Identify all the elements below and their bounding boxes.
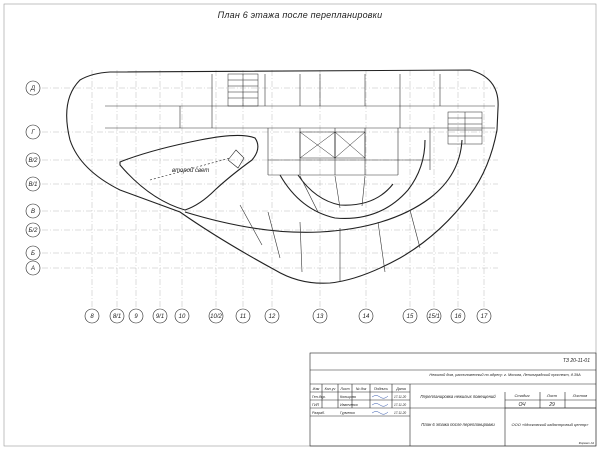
stamp-role: ГИП [312,403,320,407]
column-axis-label: 15/1 [428,314,440,320]
column-axis-label: 15 [407,314,414,320]
column-axis-label: 8 [90,314,94,320]
column-axis-label: 9 [134,314,138,320]
stamp-date: 17.11.20 [394,403,406,407]
column-axis-10: 14 [358,308,374,324]
signature [371,395,389,399]
row-axis-label: А [30,266,35,272]
building-outline [66,69,499,284]
row-axis-label: В [31,209,35,215]
column-axis-1: 8 [84,308,100,324]
stamp-stage: ОЧ [518,402,526,408]
stamp-date: 17.11.20 [394,395,406,399]
stamp-name: Иванченко [340,403,358,407]
stamp-section-title: Перепланировка нежилых помещений [420,394,496,399]
row-axis-label: Б/2 [29,228,39,234]
partitions [105,74,495,282]
sheet-frame [3,3,597,447]
column-axis-14: 17 [476,308,492,324]
drawing-title: План 6 этажа после перепланировки [217,10,383,20]
stamp-header-cell: № док [356,387,367,391]
stamp-header-cell: Подпись [374,387,388,391]
stamp-header-cell: Дата [395,387,405,391]
stamp-header-cell: Кол.уч [325,387,336,391]
column-axis-3: 9 [128,308,144,324]
inner-curve-1 [184,139,463,233]
row-axis-markers: Д Г В/2В/1В Б/2Б А [25,80,41,276]
row-axis-1: Д [25,80,41,96]
stamp-sheet-title: План 6 этажа после перепланировки [421,422,495,427]
row-axis-8: А [25,260,41,276]
stamp-role: Разраб. [312,411,325,415]
column-axis-label: 17 [481,314,488,320]
stamp-object: Нежилой дом, расположенный по адресу: г.… [429,373,581,377]
second-light-label: второй свет [172,167,209,174]
row-axis-5: В [25,203,41,219]
row-axis-label: Б [31,251,35,257]
stamp-sheet: 29 [548,402,555,408]
stamp-person-row: Разраб. Гурченко 17.11.20 [312,411,406,415]
second-light-marker [149,149,245,181]
column-axis-11: 15 [402,308,418,324]
column-axis-label: 16 [455,314,462,320]
outer-wall [66,69,499,284]
column-axis-label: 14 [363,314,370,320]
stair-core-left [227,73,259,107]
format-note: Формат А3 [579,441,595,445]
stamp-name: Гурченко [340,411,355,415]
column-axis-12: 15/1 [426,308,442,324]
inner-atrium-wall [119,134,259,211]
stamp-person-row: Ген.дир. Кольцова 17.11.20 [312,395,406,399]
row-axis-label: В/1 [28,182,37,188]
column-axis-5: 10 [174,308,190,324]
stamp-org: ООО «Московский кадастровый центр» [512,422,590,427]
row-axis-label: Г [31,130,35,136]
stamp-date: 17.11.20 [394,411,406,415]
stamp-header-cell: Изм [313,387,320,391]
column-axis-label: 13 [317,314,324,320]
column-axis-9: 13 [312,308,328,324]
stamp-stage-label: Стадия [515,393,531,398]
stamp-person-row: ГИП Иванченко 17.11.20 [312,403,406,407]
stamp-name: Кольцова [340,395,356,399]
column-axis-label: 12 [269,314,276,320]
signature [371,411,389,415]
column-axis-2: 8/1 [109,308,125,324]
column-axis-label: 10/2 [210,314,222,320]
row-axis-label: Д [30,86,36,92]
inner-curve-3 [297,174,394,206]
stamp-sheet-label: Лист [546,393,558,398]
column-axis-7: 11 [235,308,251,324]
stamp-code: ТЗ 20-11-01 [563,358,590,364]
stamp-sheets-label: Листов [572,393,588,398]
row-axis-label: В/2 [28,158,38,164]
signature [371,403,389,407]
stair-core-right [447,111,483,145]
inner-curve-2 [279,139,426,219]
column-axis-8: 12 [264,308,280,324]
row-axis-3: В/2 [25,152,41,168]
column-axis-6: 10/2 [208,308,224,324]
row-axis-2: Г [25,124,41,140]
row-axis-7: Б [25,245,41,261]
column-axis-label: 11 [240,314,246,320]
title-block [309,352,597,447]
stamp-role: Ген.дир. [312,395,326,399]
elevator-core [299,131,366,159]
column-axis-markers: 8 8/1 9 9/1 10 10/2 11 12 13 14 15 15/1 16 17 [84,308,492,324]
row-axis-6: Б/2 [25,222,41,238]
column-axis-label: 8/1 [113,314,121,320]
stamp-header-cell: Лист [339,387,349,391]
column-axis-4: 9/1 [152,308,168,324]
column-axis-label: 10 [179,314,186,320]
row-axis-4: В/1 [25,176,41,192]
column-axis-13: 16 [450,308,466,324]
column-axis-label: 9/1 [156,314,164,320]
